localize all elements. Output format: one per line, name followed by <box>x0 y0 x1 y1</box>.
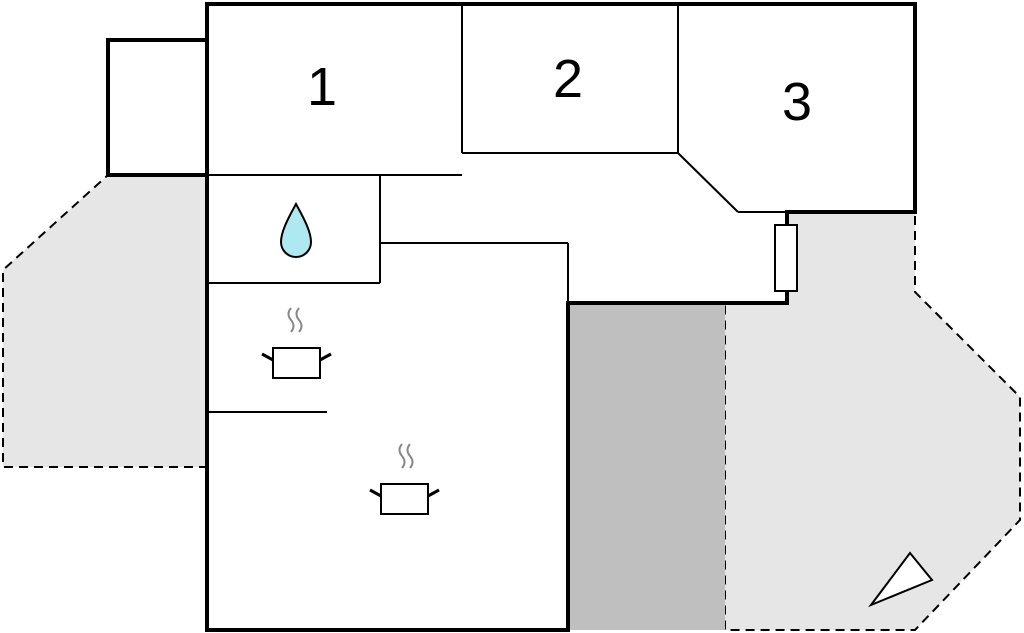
wall-window <box>774 224 798 292</box>
north-arrow-icon <box>868 551 934 608</box>
room-1-label: 1 <box>307 57 337 117</box>
water-drop-icon <box>279 201 313 258</box>
terrace-areas <box>1 174 1021 631</box>
terrace-left <box>1 174 208 468</box>
room-2-label: 2 <box>553 49 583 109</box>
interior-walls <box>207 4 787 413</box>
cooking-pot-icon <box>261 307 332 379</box>
exterior-walls <box>106 2 917 632</box>
room-3-label: 3 <box>782 72 812 132</box>
covered-terrace <box>568 303 725 630</box>
cooking-pot-icon <box>369 443 440 515</box>
terrace-right <box>724 211 1021 631</box>
